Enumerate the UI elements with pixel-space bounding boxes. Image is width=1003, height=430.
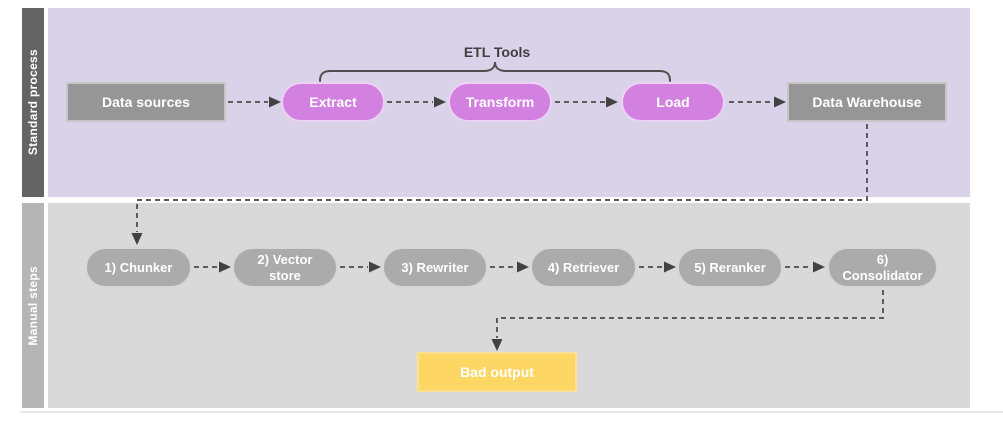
- lane-label-manual-steps-text: Manual steps: [26, 265, 40, 346]
- node-load: Load: [621, 82, 725, 122]
- node-vector-store: 2) Vector store: [232, 247, 338, 288]
- etl-tools-annotation: ETL Tools: [463, 44, 531, 60]
- node-data-sources: Data sources: [66, 82, 226, 122]
- node-rewriter: 3) Rewriter: [382, 247, 488, 288]
- node-consolidator: 6) Consolidator: [827, 247, 938, 288]
- node-bad-output: Bad output: [417, 352, 577, 392]
- node-extract: Extract: [281, 82, 385, 122]
- lane-label-standard-process: Standard process: [22, 8, 44, 197]
- node-transform: Transform: [448, 82, 552, 122]
- lane-label-standard-process-text: Standard process: [26, 49, 40, 156]
- lane-label-manual-steps: Manual steps: [22, 203, 44, 408]
- node-chunker: 1) Chunker: [85, 247, 192, 288]
- node-reranker: 5) Reranker: [677, 247, 783, 288]
- page-boundary-line: [20, 411, 1003, 413]
- node-retriever: 4) Retriever: [530, 247, 637, 288]
- node-data-warehouse: Data Warehouse: [787, 82, 947, 122]
